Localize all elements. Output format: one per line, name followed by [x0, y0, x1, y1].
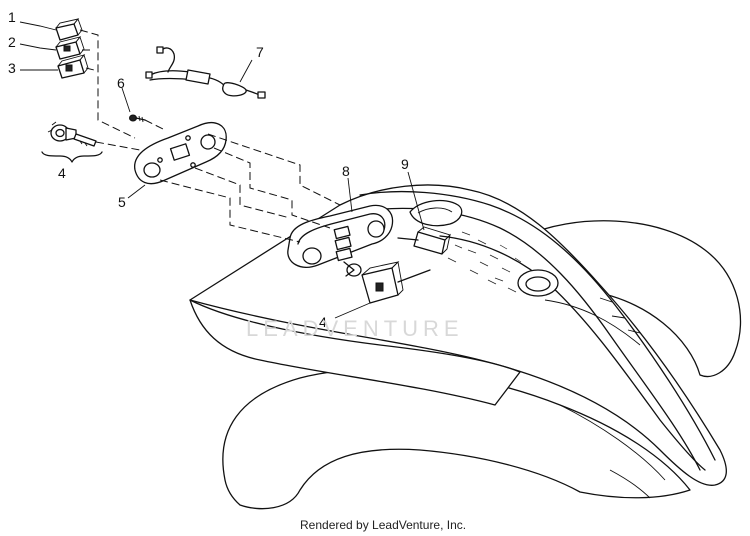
- callout-5: 5: [118, 194, 126, 210]
- callout-9: 9: [401, 156, 409, 172]
- callout-6: 6: [117, 75, 125, 91]
- switch-1: [55, 18, 83, 41]
- callout-8: 8: [342, 163, 350, 179]
- assembly-lines: [79, 29, 341, 243]
- callout-7: 7: [256, 44, 264, 60]
- mounting-plate-8: [287, 204, 394, 268]
- watermark: LEADVENTURE: [246, 316, 464, 341]
- ignition-switch-mounted: [343, 261, 431, 304]
- screw-6: [129, 114, 146, 123]
- switch-3: [57, 54, 89, 79]
- footer-credit: Rendered by LeadVenture, Inc.: [300, 518, 466, 532]
- callout-4-key: 4: [58, 165, 66, 181]
- switch-2: [55, 36, 85, 60]
- ignition-key-4: [41, 121, 103, 163]
- callout-2: 2: [8, 34, 16, 50]
- leader-lines: [19, 21, 425, 319]
- callout-4-switch: 4: [319, 314, 327, 330]
- callout-3: 3: [8, 60, 16, 76]
- wire-harness-7: [145, 46, 266, 99]
- callout-1: 1: [8, 9, 16, 25]
- rear-fender: [189, 184, 742, 510]
- switch-9: [397, 226, 451, 255]
